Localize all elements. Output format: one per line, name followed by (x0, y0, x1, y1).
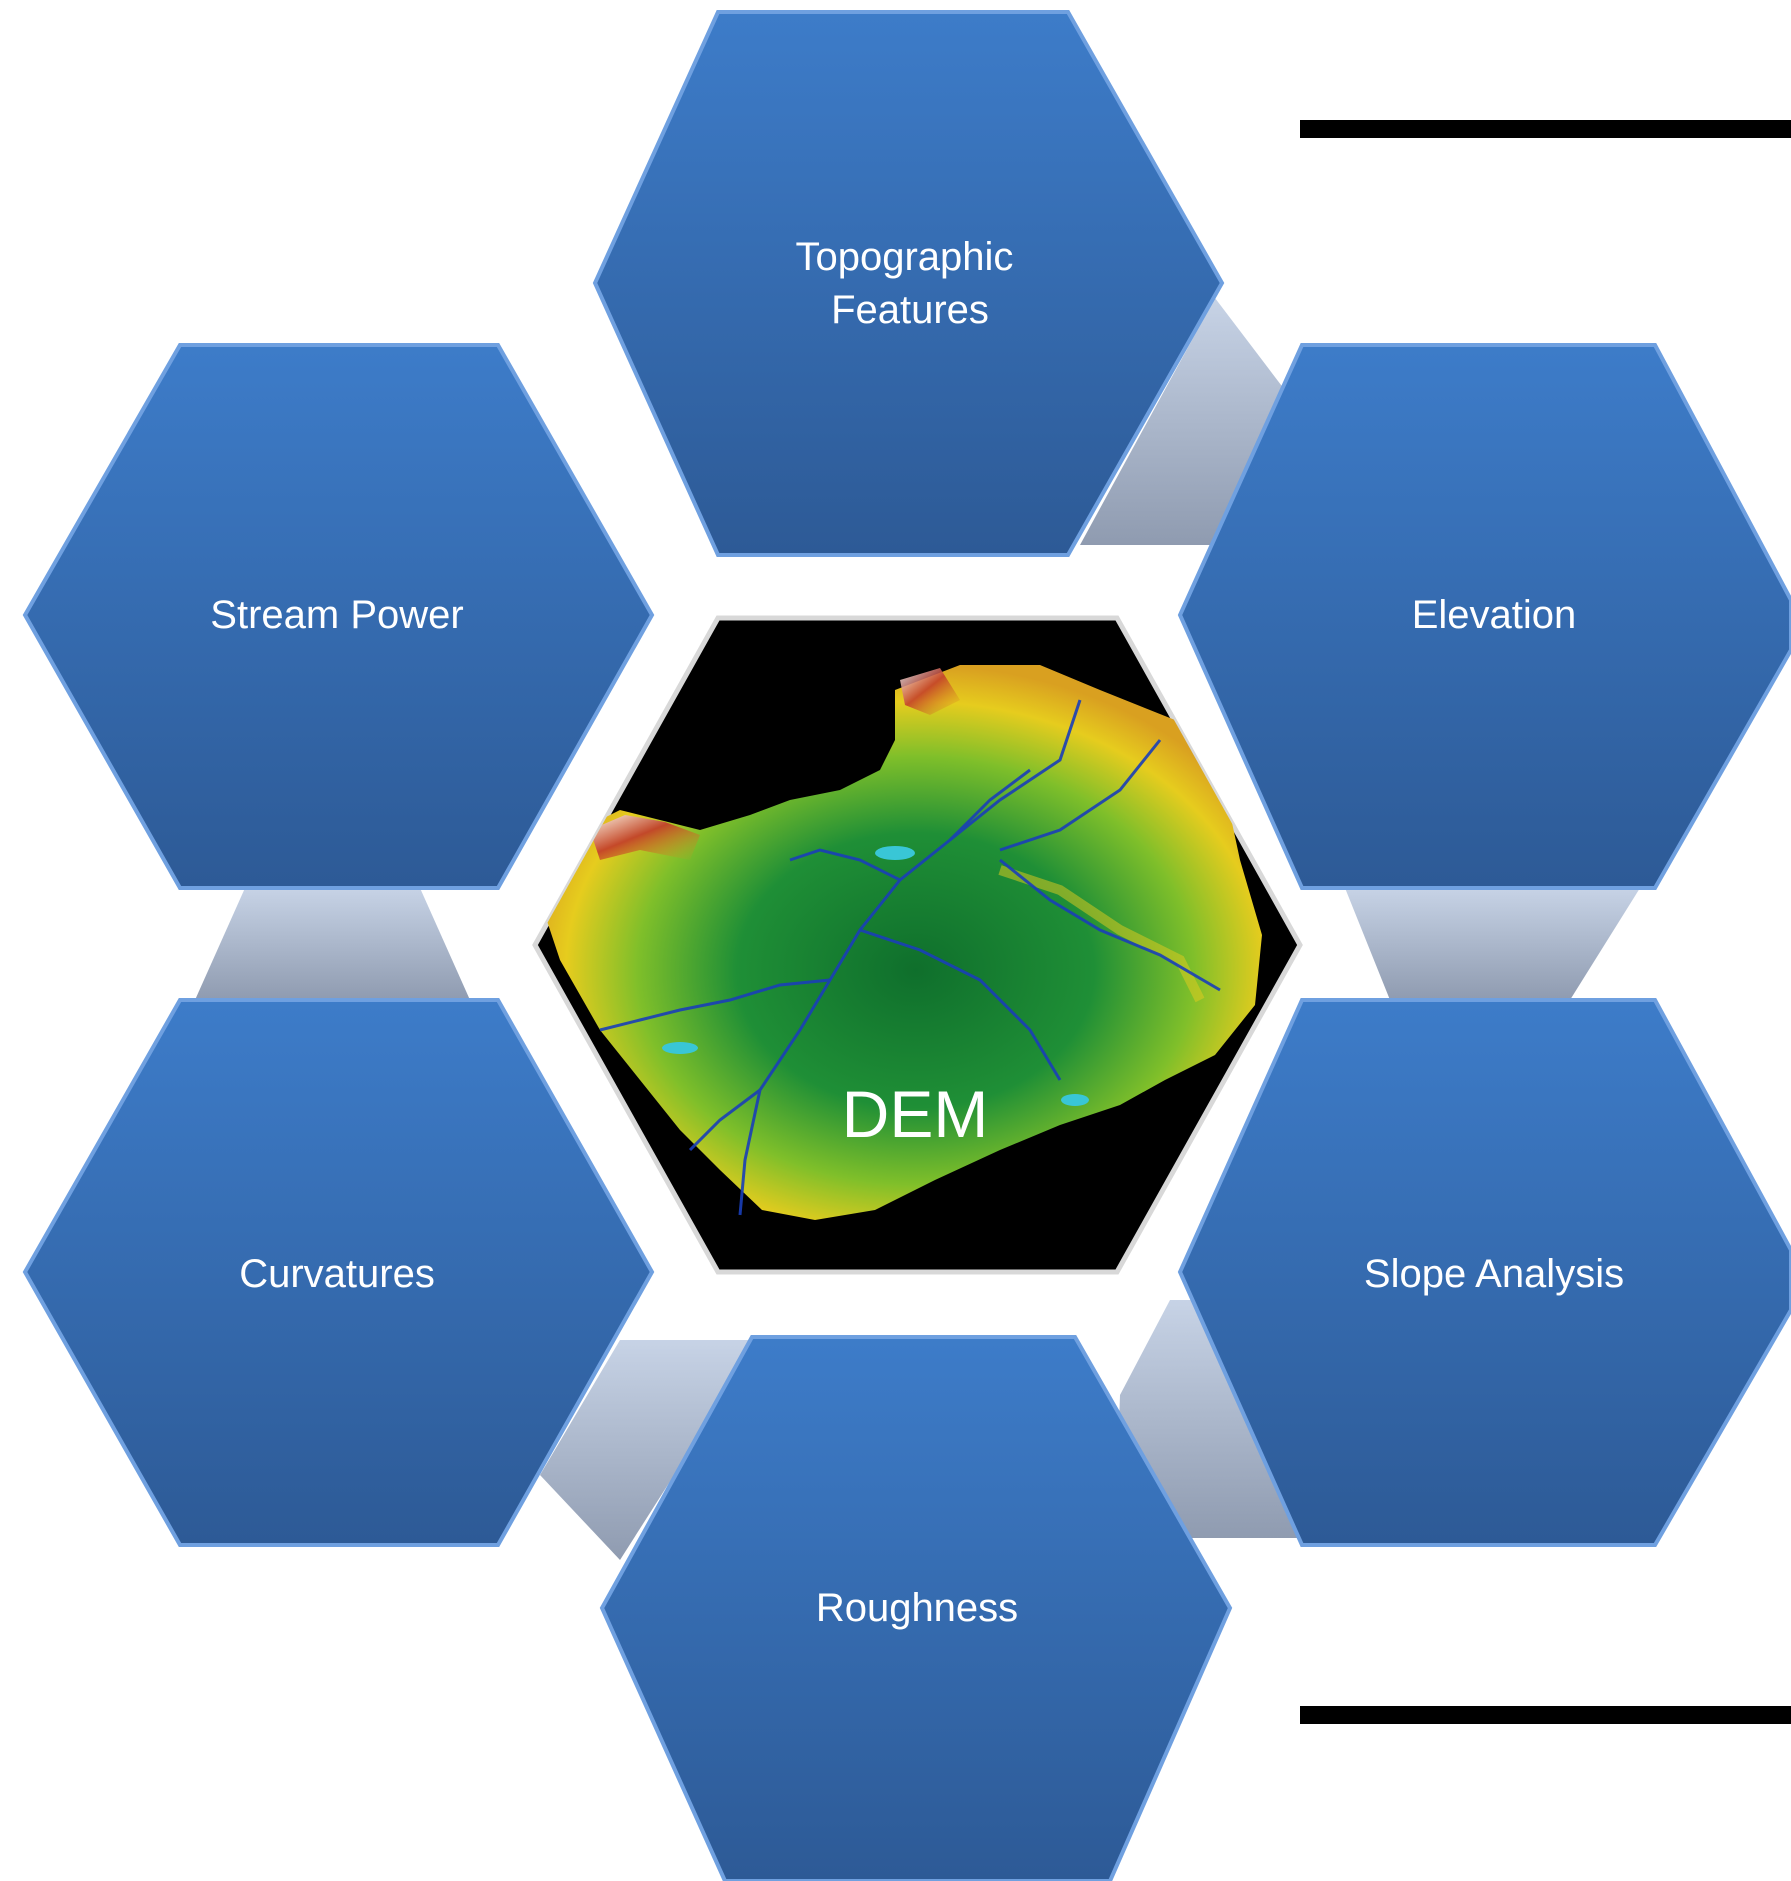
hex-stream-power: Stream Power (22, 343, 655, 890)
svg-text:Topographic Features: Topographic Features (795, 235, 1024, 332)
dem-label: DEM (842, 1077, 989, 1151)
svg-text:Curvatures: Curvatures (239, 1252, 435, 1296)
bottom-rule (1300, 1706, 1791, 1724)
dem-rivers (599, 699, 1221, 1216)
hex-roughness: Roughness (599, 1335, 1233, 1881)
svg-text:Slope Analysis: Slope Analysis (1364, 1252, 1624, 1296)
hex-slope-analysis: Slope Analysis (1177, 998, 1791, 1547)
elevation-label: Elevation (1412, 593, 1577, 637)
connector-elevation-slope (1345, 888, 1640, 1000)
topographic-label-line1: Topographic (795, 235, 1013, 279)
slope-analysis-label: Slope Analysis (1364, 1252, 1624, 1296)
roughness-label: Roughness (816, 1586, 1018, 1630)
connector-curvatures-stream (195, 888, 470, 1000)
hexagons: Topographic Features Elevation Slope Ana… (22, 10, 1791, 1881)
dem-terrain-image (540, 665, 1262, 1220)
svg-text:Elevation: Elevation (1412, 593, 1577, 637)
hex-elevation: Elevation (1177, 343, 1791, 890)
curvatures-label: Curvatures (239, 1252, 435, 1296)
stream-power-label: Stream Power (210, 593, 463, 637)
dem-center-hex: DEM (532, 615, 1303, 1275)
top-rule (1300, 120, 1791, 138)
hex-curvatures: Curvatures (22, 998, 655, 1547)
svg-text:Stream Power: Stream Power (210, 593, 463, 637)
svg-text:Roughness: Roughness (816, 1586, 1018, 1630)
hex-topographic-features: Topographic Features (592, 10, 1225, 557)
topographic-label-line2: Features (831, 288, 989, 332)
connector-roughness-curvatures (540, 1340, 760, 1560)
